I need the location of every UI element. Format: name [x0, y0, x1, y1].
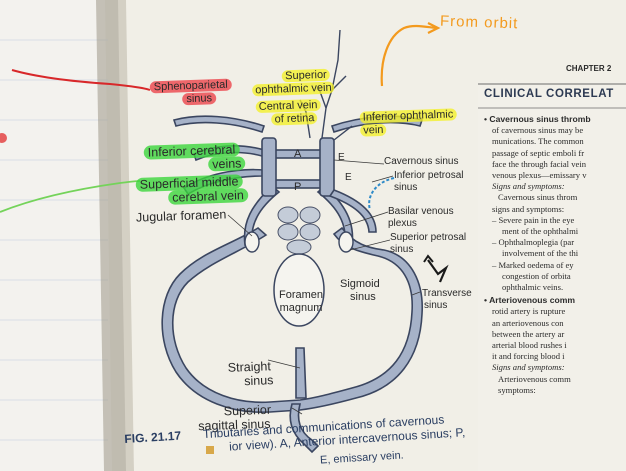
- label-basilar-plexus: Basilar venous plexus: [388, 206, 454, 230]
- label-sphenoparietal: Sphenoparietal sinus: [150, 79, 233, 108]
- handwritten-note: From orbit: [440, 13, 519, 33]
- jugular-foramen-right: [339, 232, 353, 252]
- letter-e1: E: [338, 152, 345, 163]
- label-central-vein: Central vein of retina: [256, 99, 322, 127]
- clinical-text-column: • Cavernous sinus thromb of cavernous si…: [484, 114, 591, 396]
- label-sigmoid-sinus: Sigmoid sinus: [340, 278, 380, 304]
- letter-e2: E: [345, 172, 352, 183]
- label-inferior-ophthalmic: Inferior ophthalmic vein: [360, 108, 457, 137]
- chapter-header: CHAPTER 2: [566, 64, 611, 73]
- label-cavernous-sinus: Cavernous sinus: [384, 156, 458, 168]
- letter-a: A: [294, 148, 301, 160]
- letter-p: P: [294, 181, 301, 193]
- label-inferior-petrosal: Inferior petrosal sinus: [394, 170, 463, 194]
- label-inferior-cerebral: Inferior cerebral veins: [144, 142, 246, 174]
- label-superior-petrosal: Superior petrosal sinus: [390, 232, 466, 256]
- jugular-foramen-left: [245, 232, 259, 252]
- label-foramen-magnum: Foramen magnum: [279, 289, 323, 315]
- label-superficial-middle: Superficial middle cerebral vein: [136, 174, 248, 206]
- clinical-heading: CLINICAL CORRELAT: [484, 88, 614, 100]
- label-transverse-sinus: Transverse sinus: [422, 288, 472, 312]
- label-straight-sinus: Straight sinus: [228, 359, 274, 389]
- label-superior-ophthalmic: Superior ophthalmic vein: [252, 69, 335, 98]
